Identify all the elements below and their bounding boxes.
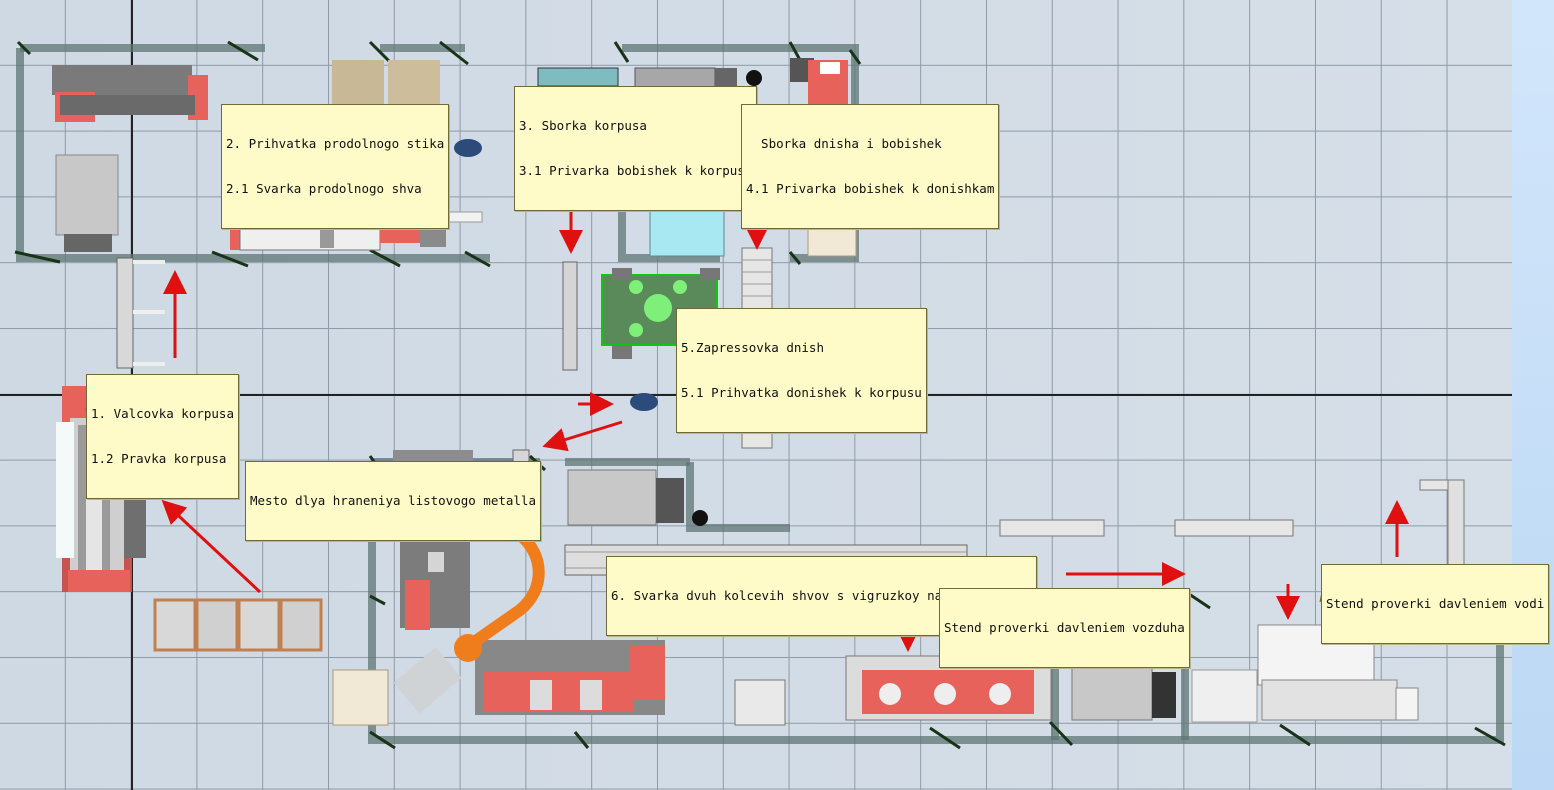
callout-prihvatka: 2. Prihvatka prodolnogo stika 2.1 Svarka… (221, 104, 450, 229)
callout-line: 1.2 Pravka korpusa (91, 451, 227, 466)
callout-mesto: Mesto dlya hraneniya listovogo metalla (245, 461, 541, 541)
callout-valcovka: 1. Valcovka korpusa 1.2 Pravka korpusa (86, 374, 239, 499)
callout-line: 3.1 Privarka bobishek k korpusu (519, 163, 753, 178)
callout-line: 4.1 Privarka bobishek k donishkam (746, 181, 995, 196)
seam-tack-machine (52, 65, 208, 122)
perforated-table (55, 154, 119, 252)
callout-line: 1. Valcovka korpusa (91, 406, 234, 421)
sky-background (1512, 0, 1554, 790)
callout-line: Stend proverki davleniem vodi (1326, 596, 1545, 611)
callout-line: Stend proverki davleniem vozduha (944, 620, 1185, 635)
callout-line: Sborka dnisha i bobishek (746, 136, 942, 151)
callout-sborka: 3. Sborka korpusa 3.1 Privarka bobishek … (514, 86, 758, 211)
callout-line: Mesto dlya hraneniya listovogo metalla (250, 493, 536, 508)
tool-table (567, 469, 684, 526)
callout-line: 2.1 Svarka prodolnogo shva (226, 181, 422, 196)
welding-robot (393, 529, 545, 714)
bottom-welding-station (790, 58, 848, 104)
callout-vozduh: Stend proverki davleniem vozduha (939, 588, 1190, 668)
callout-vodi: Stend proverki davleniem vodi (1321, 564, 1550, 644)
callout-line: 3. Sborka korpusa (519, 118, 647, 133)
callout-dnisha: Sborka dnisha i bobishek 4.1 Privarka bo… (741, 104, 1000, 229)
sheet-metal-storage (153, 598, 323, 652)
callout-zapressovka: 5.Zapressovka dnish 5.1 Prihvatka donish… (676, 308, 927, 433)
callout-line: 2. Prihvatka prodolnogo stika (226, 136, 445, 151)
callout-line: 5.Zapressovka dnish (681, 340, 824, 355)
callout-line: 5.1 Prihvatka donishek k korpusu (681, 385, 922, 400)
pipe-rack (999, 479, 1465, 591)
water-pressure-test-stand (1071, 624, 1419, 723)
straightening-rack (116, 257, 165, 369)
